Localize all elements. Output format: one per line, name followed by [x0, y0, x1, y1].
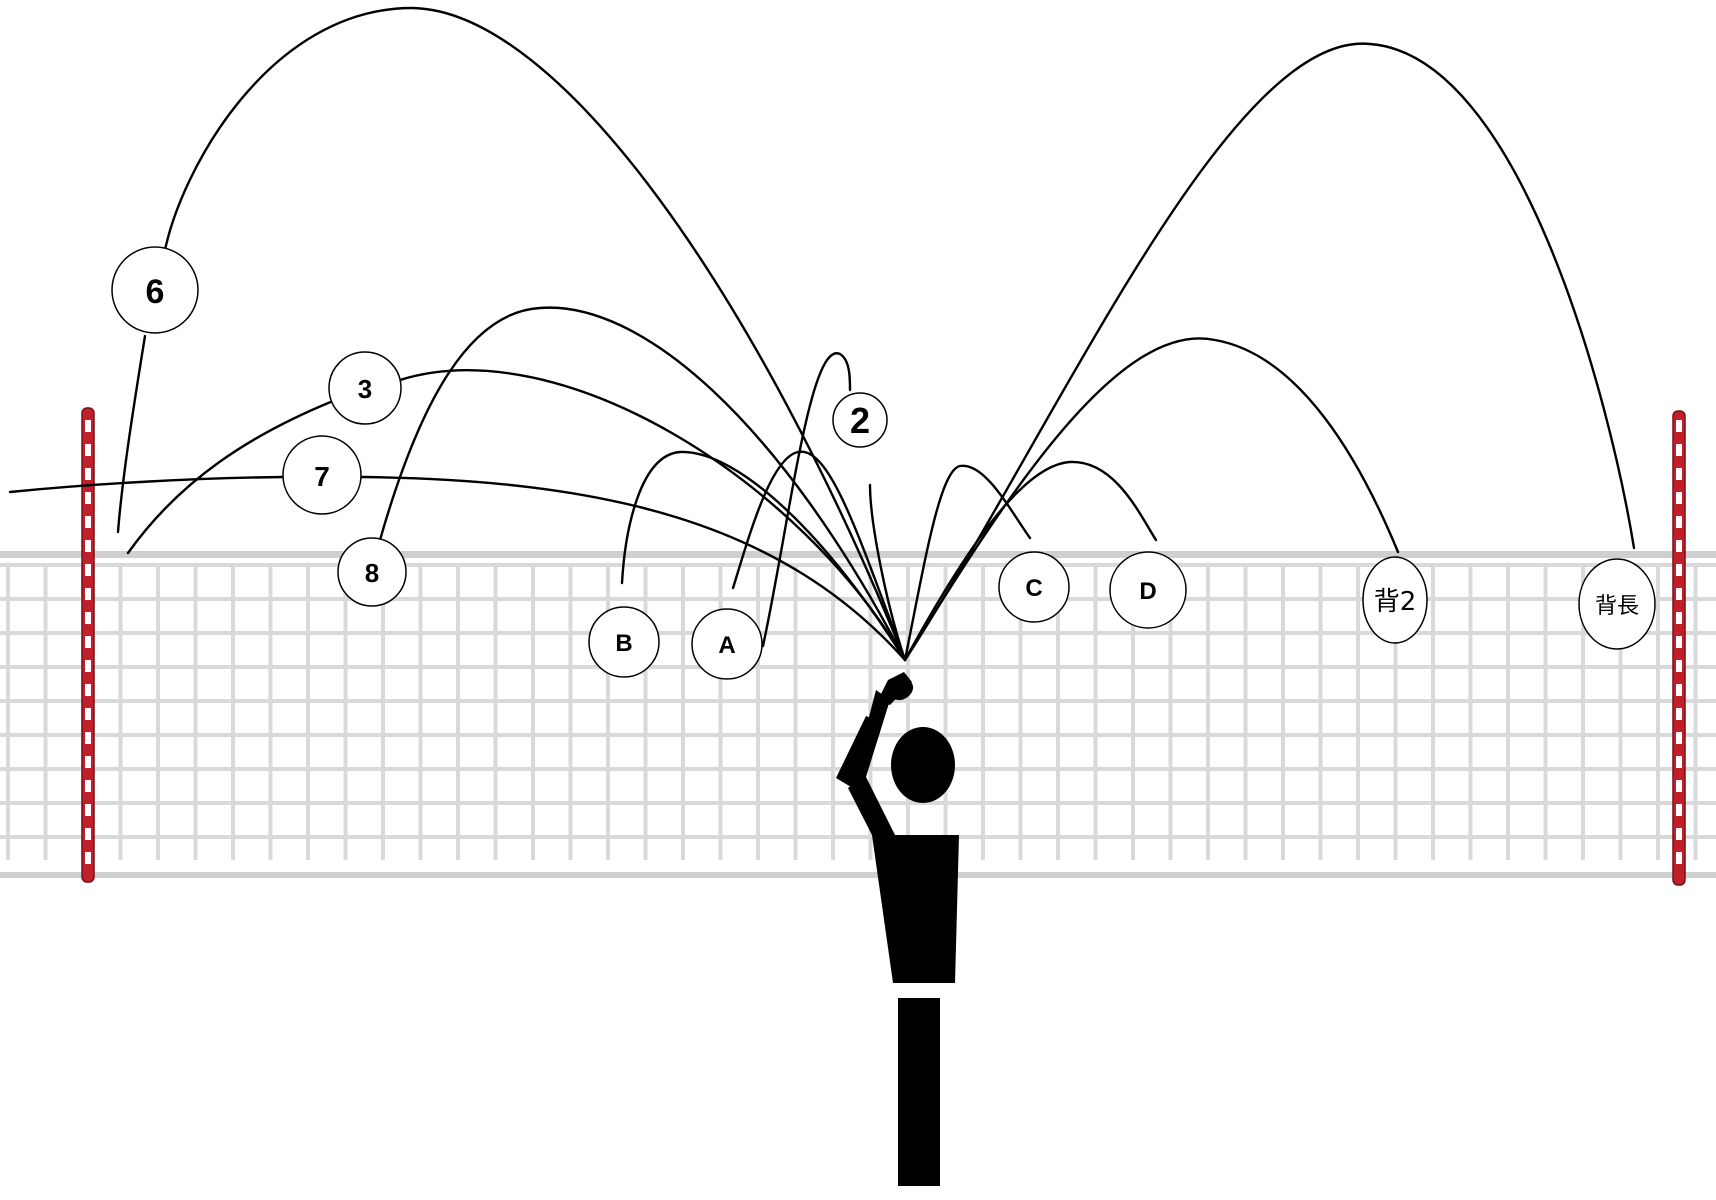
trajectory-6 [162, 6, 907, 662]
label-8-text: 8 [365, 558, 379, 588]
label-b: B [588, 606, 660, 678]
trajectory-3 [398, 369, 907, 662]
label-c-text: C [1025, 575, 1042, 602]
setter-hand-tip [890, 679, 914, 701]
trajectory-3-tail [126, 399, 335, 555]
setter-head [891, 727, 955, 803]
trajectory-d [903, 460, 1158, 662]
trajectory-7-tail [8, 475, 286, 494]
net-bottom-band [0, 872, 1716, 878]
label-a-text: A [718, 632, 735, 659]
setter-upper-arm-left [836, 716, 880, 790]
net-top-band [0, 551, 1716, 558]
label-back-long-text: 背長 [1595, 594, 1639, 619]
label-6-text: 6 [146, 273, 165, 311]
label-7: 7 [282, 435, 362, 515]
trajectory-6-tail [116, 334, 147, 534]
trajectory-7 [360, 475, 907, 662]
label-3: 3 [328, 351, 402, 425]
label-c: C [998, 551, 1070, 623]
trajectory-2-loop [761, 352, 852, 648]
label-b-text: B [615, 630, 632, 657]
label-7-text: 7 [314, 461, 330, 492]
label-6: 6 [111, 246, 199, 334]
net-mesh [0, 563, 1716, 860]
trajectory-b [620, 450, 907, 662]
antenna-left [81, 407, 95, 883]
trajectory-back-long [903, 42, 1636, 662]
label-back-2: 背2 [1362, 556, 1428, 644]
trajectory-8 [378, 306, 907, 662]
label-3-text: 3 [358, 374, 372, 404]
trajectory-back-2 [903, 337, 1400, 662]
trajectory-2 [868, 483, 907, 662]
antenna-right [1672, 410, 1686, 886]
setter-torso [872, 835, 959, 983]
label-2-text: 2 [850, 400, 870, 441]
label-d: D [1109, 551, 1187, 629]
volleyball-net-icon [0, 551, 1716, 878]
label-back-2-text: 背2 [1374, 587, 1417, 617]
label-8: 8 [337, 537, 407, 607]
trajectory-a [731, 450, 907, 662]
setter-raised-arm [848, 775, 895, 835]
setter-silhouette-icon [836, 672, 959, 1186]
set-trajectories [8, 6, 1636, 662]
setter-leg [898, 998, 940, 1186]
label-d-text: D [1139, 578, 1156, 605]
label-back-long: 背長 [1578, 558, 1656, 650]
label-a: A [691, 608, 763, 680]
label-2: 2 [832, 392, 888, 448]
